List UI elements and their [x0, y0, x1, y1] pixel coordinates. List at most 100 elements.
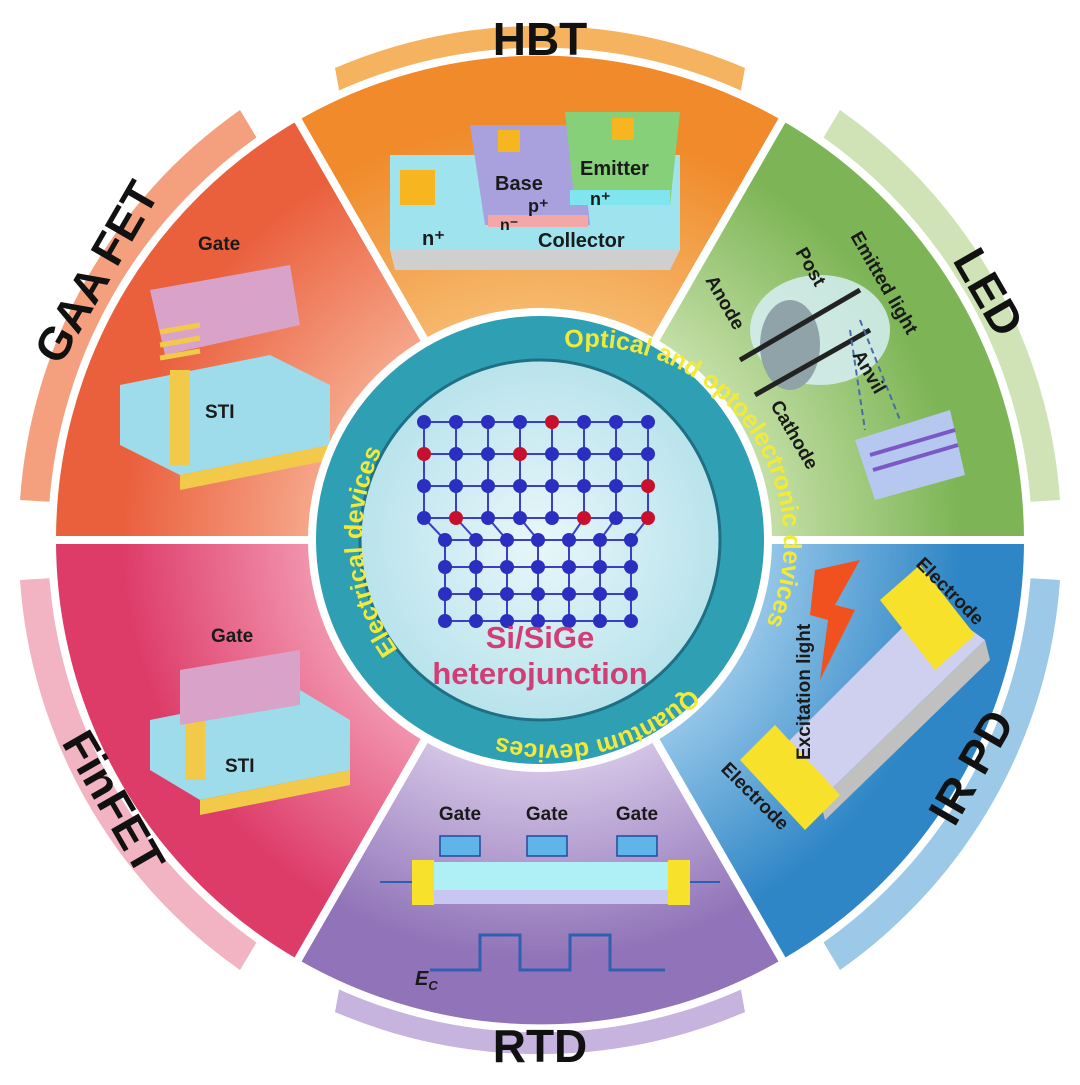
hbt-nplus-emitter-label: n⁺ [590, 189, 611, 209]
lattice-atom-si [545, 511, 559, 525]
lattice-atom-si [593, 587, 607, 601]
lattice-atom-si [513, 511, 527, 525]
irpd-device: Electrode Electrode Excitation light [716, 554, 990, 835]
lattice-atom-si [531, 560, 545, 574]
hbt-nminus-label: n⁻ [500, 217, 518, 234]
lattice-atom-si [577, 447, 591, 461]
lattice-atom-ge [641, 511, 655, 525]
lattice-atom-ge [545, 415, 559, 429]
lattice-atom-si [500, 587, 514, 601]
lattice-atom-si [513, 415, 527, 429]
lattice-atom-si [438, 560, 452, 574]
center-title-line1: Si/SiGe [486, 620, 595, 655]
lattice-atom-si [500, 560, 514, 574]
lattice-atom-si [469, 533, 483, 547]
lattice-atom-si [438, 533, 452, 547]
lattice-atom-si [577, 415, 591, 429]
lattice-atom-si [417, 479, 431, 493]
rtd-gate-1 [439, 835, 481, 857]
rtd-gate-3-label: Gate [616, 804, 658, 825]
rtd-gate-1-label: Gate [439, 804, 481, 825]
lattice-atom-ge [641, 479, 655, 493]
irpd-excitation-light-label: Excitation light [794, 623, 815, 760]
lattice-atom-si [449, 415, 463, 429]
gaafet-gate-label: Gate [198, 234, 240, 255]
center-title-line2: heterojunction [432, 656, 647, 691]
led-anode-lead [738, 287, 862, 363]
hbt-emitter-contact [612, 118, 634, 140]
segment-rtd [290, 531, 790, 1033]
hbt-title: HBT [493, 13, 588, 65]
lattice-atom-si [469, 560, 483, 574]
finfet-gate-label: Gate [211, 626, 253, 647]
lattice-atom-si [469, 587, 483, 601]
lattice-atom-si [531, 533, 545, 547]
lattice-atom-si [562, 614, 576, 628]
lattice-atom-si [545, 447, 559, 461]
finfet-gate [180, 650, 300, 725]
lightning-icon [810, 560, 860, 680]
hbt-device: Base Emitter p⁺ n⁺ n⁻ n⁺ Collector [390, 112, 680, 270]
gaafet-device: Gate STI [120, 234, 330, 490]
lattice-atom-ge [577, 511, 591, 525]
finfet-device: Gate STI [150, 626, 350, 815]
finfet-sti-label: STI [225, 756, 255, 777]
hbt-emitter-mesa [565, 112, 680, 205]
hbt-emitter-label: Emitter [580, 158, 649, 180]
lattice-atom-ge [417, 447, 431, 461]
lattice-atom-si [641, 447, 655, 461]
rtd-ec-label: EC [415, 968, 438, 993]
lattice-atom-si [449, 479, 463, 493]
lattice-atom-si [438, 587, 452, 601]
lattice-atom-si [609, 447, 623, 461]
rtd-title: RTD [493, 1020, 588, 1072]
lattice-atom-si [641, 415, 655, 429]
lattice-atom-si [438, 614, 452, 628]
rtd-band-diagram [430, 933, 665, 972]
lattice-atom-si [531, 587, 545, 601]
lattice-atom-si [624, 587, 638, 601]
hbt-pplus-label: p⁺ [528, 196, 549, 216]
irpd-electrode-top [880, 565, 975, 670]
hbt-base-label: Base [495, 173, 543, 195]
lattice-atom-si [609, 415, 623, 429]
lattice-atom-si [562, 560, 576, 574]
lattice-atom-si [500, 614, 514, 628]
rtd-gate-2-label: Gate [526, 804, 568, 825]
lattice-atom-si [417, 415, 431, 429]
rtd-gate-2 [526, 835, 568, 857]
lattice-atom-si [624, 560, 638, 574]
lattice-atom-si [481, 479, 495, 493]
gaafet-sti-label: STI [205, 402, 235, 423]
lattice-atom-si [500, 533, 514, 547]
lattice-atom-si [593, 614, 607, 628]
lattice-atom-si [531, 614, 545, 628]
lattice-atom-si [609, 511, 623, 525]
hbt-nplus-label: n⁺ [422, 228, 445, 250]
lattice-atom-si [562, 533, 576, 547]
lattice-atom-si [481, 511, 495, 525]
lattice-atom-ge [449, 511, 463, 525]
lattice-atom-si [417, 511, 431, 525]
lattice-atom-si [562, 587, 576, 601]
rtd-device: Gate Gate Gate EC [380, 804, 720, 993]
led-chip [855, 410, 965, 500]
hbt-base-contact [498, 130, 520, 152]
lattice-atom-si [449, 447, 463, 461]
lattice-atom-si [545, 479, 559, 493]
lattice-atom-si [593, 560, 607, 574]
rtd-gate-3 [616, 835, 658, 857]
lattice-atom-si [481, 447, 495, 461]
lattice-atom-si [624, 533, 638, 547]
lattice-atom-si [577, 479, 591, 493]
lattice-atom-si [624, 614, 638, 628]
si-sige-lattice [417, 415, 655, 628]
lattice-atom-ge [513, 447, 527, 461]
hbt-collector-label: Collector [538, 230, 625, 252]
irpd-electrode-bottom [740, 725, 840, 830]
lattice-atom-si [469, 614, 483, 628]
lattice-atom-si [609, 479, 623, 493]
lattice-atom-si [513, 479, 527, 493]
